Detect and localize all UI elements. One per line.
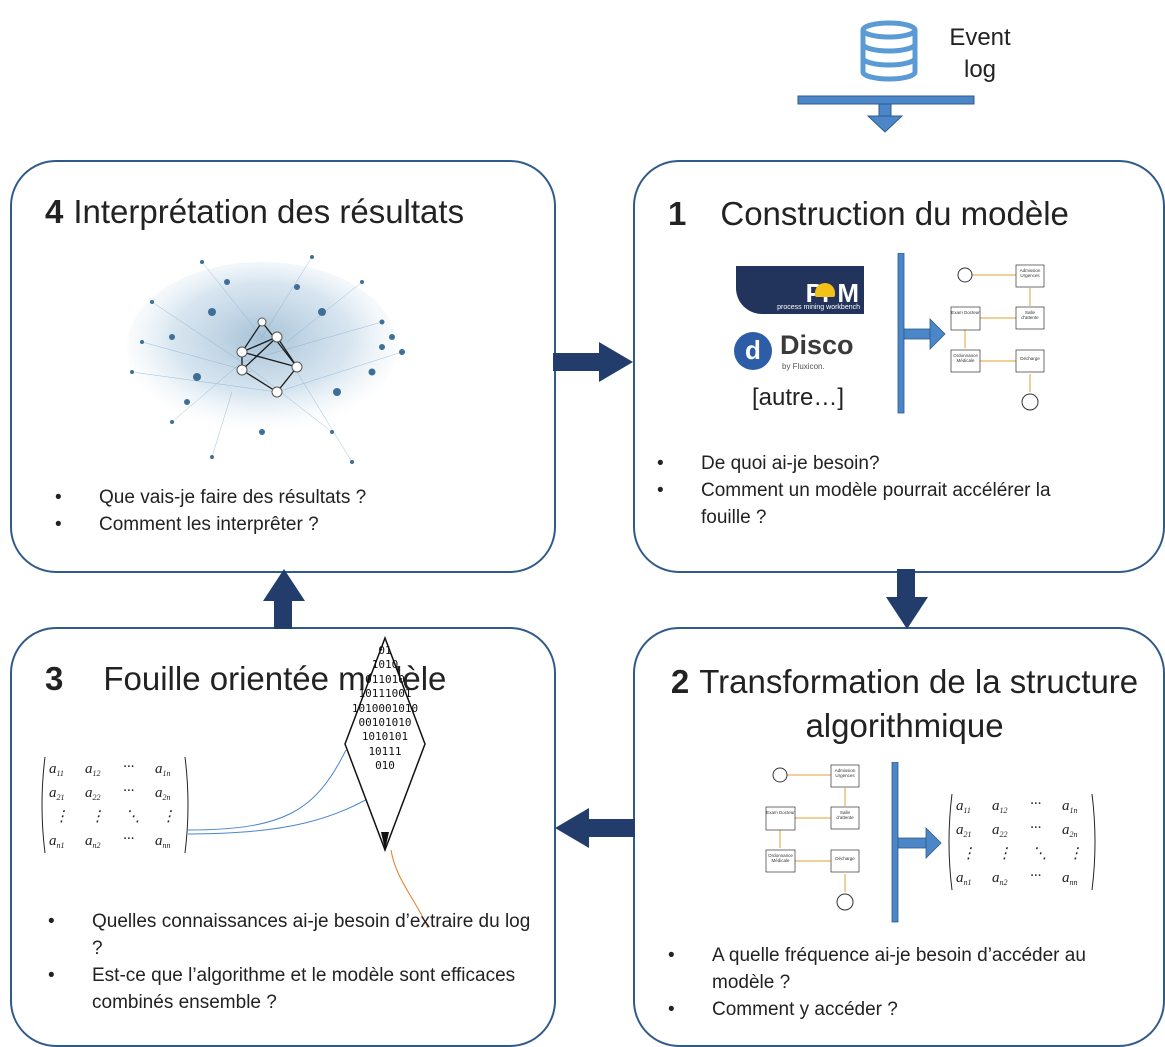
- disco-logo: d Disco by Fluxicon.: [734, 330, 864, 372]
- arrow-4-to-1: [553, 342, 633, 382]
- svg-text:an1: an1: [956, 870, 972, 887]
- matrix-image-2: a11 a12 ··· a1n a21 a22 ··· a2n ⋮ ⋮ ⋱ ⋮ …: [948, 793, 1096, 891]
- arrow-2-to-3: [555, 808, 635, 848]
- node-exam: Exam Docteur: [951, 310, 980, 315]
- svg-text:ann: ann: [155, 833, 171, 850]
- svg-text:an1: an1: [49, 833, 65, 850]
- node-decharge: Décharge: [1020, 356, 1040, 361]
- list-item: Comment un modèle pourrait accélérer la …: [657, 477, 1102, 531]
- svg-text:⋮: ⋮: [90, 809, 105, 825]
- list-item: A quelle fréquence ai-je besoin d’accéde…: [668, 942, 1138, 996]
- binary-data-diamond: [344, 636, 426, 853]
- svg-text:a12: a12: [85, 761, 101, 778]
- node-exam: Exam Docteur: [766, 810, 795, 815]
- model-to-matrix-arrow: [891, 762, 942, 923]
- svg-text:a2n: a2n: [155, 785, 171, 802]
- step2-bullets: A quelle fréquence ai-je besoin d’accéde…: [668, 942, 1138, 1023]
- svg-text:a22: a22: [85, 785, 101, 802]
- network-graph-image: [127, 255, 405, 464]
- matrix-image: a11 a12 ··· a1n a21 a22 ··· a2n ⋮ ⋮ ⋱ ⋮ …: [41, 756, 189, 854]
- svg-text:a11: a11: [956, 798, 971, 815]
- arrow-3-to-4: [263, 569, 305, 629]
- node-ordonnance: Ordonnance Médicale: [953, 353, 978, 363]
- step3-bullets: Quelles connaissances ai-je besoin d’ext…: [48, 908, 543, 1016]
- node-admission: Admission Urgences: [834, 768, 856, 778]
- tools-to-model-arrow: [897, 253, 946, 414]
- svg-text:···: ···: [1030, 796, 1041, 812]
- svg-text:a1n: a1n: [1062, 798, 1078, 815]
- svg-text:⋱: ⋱: [125, 809, 140, 825]
- other-tool-label: [autre…]: [752, 384, 845, 411]
- list-item: Est-ce que l’algorithme et le modèle son…: [48, 962, 543, 1016]
- svg-text:···: ···: [123, 783, 134, 799]
- svg-text:⋮: ⋮: [961, 846, 976, 862]
- svg-text:a1n: a1n: [155, 761, 171, 778]
- database-icon: [860, 20, 918, 82]
- step1-bullets: De quoi ai-je besoin? Comment un modèle …: [657, 450, 1102, 531]
- list-item: Que vais-je faire des résultats ?: [55, 484, 515, 511]
- process-model-diagram: [950, 264, 1045, 411]
- svg-text:⋱: ⋱: [1032, 846, 1047, 862]
- arrow-1-to-2: [886, 569, 928, 629]
- svg-text:···: ···: [1030, 820, 1041, 836]
- node-salle: Salle d’attente: [1021, 310, 1039, 320]
- svg-text:an2: an2: [992, 870, 1008, 887]
- svg-text:a21: a21: [956, 822, 972, 839]
- svg-text:a22: a22: [992, 822, 1008, 839]
- event-log-label: Event log: [949, 24, 1011, 83]
- svg-text:···: ···: [123, 831, 134, 847]
- svg-text:an2: an2: [85, 833, 101, 850]
- svg-text:ann: ann: [1062, 870, 1078, 887]
- list-item: Comment les interprêter ?: [55, 511, 515, 538]
- svg-text:···: ···: [1030, 868, 1041, 884]
- list-item: Quelles connaissances ai-je besoin d’ext…: [48, 908, 543, 962]
- binary-lines: 01 1010 011010 10111001 1010001010 00101…: [351, 644, 419, 773]
- svg-text:⋮: ⋮: [54, 809, 69, 825]
- list-item: De quoi ai-je besoin?: [657, 450, 1102, 477]
- svg-text:a2n: a2n: [1062, 822, 1078, 839]
- svg-text:···: ···: [123, 759, 134, 775]
- prom-logo: Pr M process mining workbench: [736, 266, 864, 314]
- disco-icon: d: [734, 332, 772, 370]
- node-salle: Salle d’attente: [836, 810, 854, 820]
- svg-text:⋮: ⋮: [1068, 846, 1083, 862]
- svg-text:a11: a11: [49, 761, 64, 778]
- svg-text:⋮: ⋮: [997, 846, 1012, 862]
- svg-text:a12: a12: [992, 798, 1008, 815]
- svg-text:⋮: ⋮: [161, 809, 176, 825]
- process-model-diagram-2: [765, 764, 860, 911]
- step4-bullets: Que vais-je faire des résultats ? Commen…: [55, 484, 515, 538]
- svg-text:a21: a21: [49, 785, 65, 802]
- node-admission: Admission Urgences: [1019, 268, 1041, 278]
- list-item: Comment y accéder ?: [668, 996, 1138, 1023]
- node-decharge: Décharge: [835, 856, 855, 861]
- event-log-arrow: [797, 95, 975, 133]
- helmet-icon: [815, 283, 835, 297]
- node-ordonnance: Ordonnance Médicale: [768, 853, 793, 863]
